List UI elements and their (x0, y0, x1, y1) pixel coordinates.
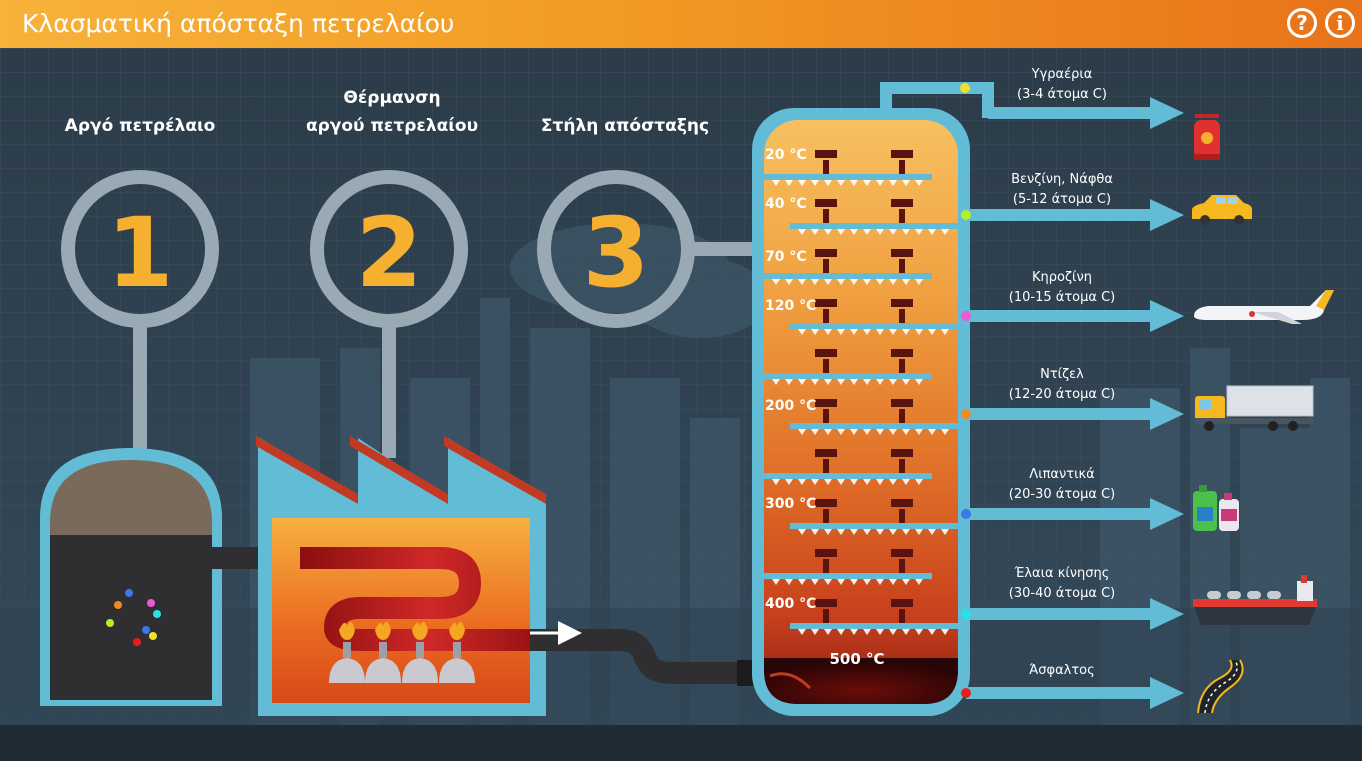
fraction-dot (961, 509, 971, 519)
fraction-dot (961, 409, 971, 419)
temperature-label: 20 °C (765, 147, 807, 163)
bottom-bar (0, 725, 1362, 761)
step-1-connector (133, 318, 147, 450)
distillation-scene: Αργό πετρέλαιο Θέρμανση αργού πετρελαίου… (0, 48, 1362, 725)
outlet-arrow (1150, 598, 1184, 630)
tray-plate (764, 549, 932, 585)
step-1-number: 1 (107, 197, 174, 309)
outlet-arrow (1150, 97, 1184, 129)
distillation-column (752, 82, 994, 716)
fraction-name: Βενζίνη, Νάφθα (1011, 172, 1113, 187)
fraction-carbons: (30-40 άτομα C) (1009, 586, 1115, 601)
tray-plate (764, 150, 932, 186)
fraction-dot (961, 311, 971, 321)
tray-plate (790, 399, 958, 435)
step-2-connector (382, 318, 396, 458)
heating-coil (300, 547, 560, 651)
outlet-arrow (1150, 300, 1184, 332)
fraction-carbons: (20-30 άτομα C) (1009, 487, 1115, 502)
hot-oil-pipe (530, 629, 760, 684)
fraction-dot (961, 688, 971, 698)
fraction-carbons: (3-4 άτομα C) (1017, 87, 1107, 102)
fraction-name: Κηροζίνη (1032, 270, 1092, 285)
outlet-arrow (1150, 498, 1184, 530)
fraction-name: Άσφαλτος (1029, 663, 1095, 678)
ship-icon (1193, 575, 1317, 625)
product-outlet: Λιπαντικά (20-30 άτομα C) (961, 467, 1184, 530)
product-outlet: Άσφαλτος (961, 663, 1184, 709)
help-button[interactable]: ? (1287, 8, 1317, 38)
step-2-label-line1: Θέρμανση (343, 88, 440, 108)
temperature-label: 70 °C (765, 249, 807, 265)
tray-plate (790, 299, 958, 335)
step-3-label: Στήλη απόσταξης (541, 116, 709, 136)
step-1-circle[interactable]: 1 (61, 170, 219, 328)
step-2-label-line2: αργού πετρελαίου (306, 116, 478, 136)
fraction-carbons: (10-15 άτομα C) (1009, 290, 1115, 305)
product-outlet: Υγραέρια (3-4 άτομα C) (960, 67, 1184, 129)
fraction-name: Λιπαντικά (1029, 467, 1094, 482)
fraction-dot (960, 83, 970, 93)
app-title: Κλασματική απόσταξη πετρελαίου (22, 9, 455, 38)
tray-plate (790, 499, 958, 535)
product-outlet: Κηροζίνη (10-15 άτομα C) (961, 270, 1184, 332)
temperature-label: 300 °C (765, 496, 816, 512)
car-icon (1192, 195, 1252, 225)
step-1-label: Αργό πετρέλαιο (65, 116, 216, 136)
step-3-circle[interactable]: 3 (537, 170, 695, 328)
temperature-label: 200 °C (765, 398, 816, 414)
column-trays (764, 150, 958, 635)
temperature-label: 120 °C (765, 298, 816, 314)
lubricant-bottles-icon (1193, 485, 1239, 531)
temperature-label: 400 °C (765, 596, 816, 612)
tray-plate (764, 249, 932, 285)
tray-plate (790, 199, 958, 235)
step-2-number: 2 (356, 197, 423, 309)
outlet-arrow (1150, 199, 1184, 231)
fraction-name: Υγραέρια (1031, 67, 1093, 82)
step-3-number: 3 (583, 197, 650, 309)
tray-plate (764, 449, 932, 485)
temperature-label: 40 °C (765, 196, 807, 212)
molecule-dots (106, 589, 161, 646)
fraction-carbons: (5-12 άτομα C) (1013, 192, 1111, 207)
column-temperatures: 20 °C 40 °C 70 °C 120 °C 200 °C 300 °C 400 °C 5… (765, 147, 885, 668)
temperature-label-bottom: 500 °C (829, 650, 884, 668)
tray-plate (764, 349, 932, 385)
info-button[interactable]: i (1325, 8, 1355, 38)
step-3-connector (690, 242, 760, 256)
fraction-name: Ντίζελ (1040, 367, 1084, 382)
burners (329, 621, 475, 683)
fraction-carbons: (12-20 άτομα C) (1009, 387, 1115, 402)
product-outlet: Έλαια κίνησης (30-40 άτομα C) (961, 566, 1184, 630)
furnace-building (256, 436, 546, 716)
gas-cylinder-icon (1194, 114, 1220, 160)
product-outlets: Υγραέρια (3-4 άτομα C) Βενζίνη, Νάφθα (5-12… (960, 67, 1184, 709)
airplane-icon (1194, 290, 1334, 324)
outlet-arrow (1150, 677, 1184, 709)
outlet-arrow (1150, 398, 1184, 430)
product-outlet: Ντίζελ (12-20 άτομα C) (961, 367, 1184, 430)
road-icon (1197, 659, 1244, 714)
title-bar: Κλασματική απόσταξη πετρελαίου ? i (0, 0, 1362, 48)
fraction-name: Έλαια κίνησης (1014, 566, 1110, 581)
tray-plate (790, 599, 958, 635)
product-outlet: Βενζίνη, Νάφθα (5-12 άτομα C) (961, 172, 1184, 231)
crude-oil-tank (40, 448, 222, 706)
fraction-dot (961, 210, 971, 220)
fraction-dot (961, 609, 971, 619)
step-2-circle[interactable]: 2 (310, 170, 468, 328)
truck-icon (1195, 385, 1314, 431)
